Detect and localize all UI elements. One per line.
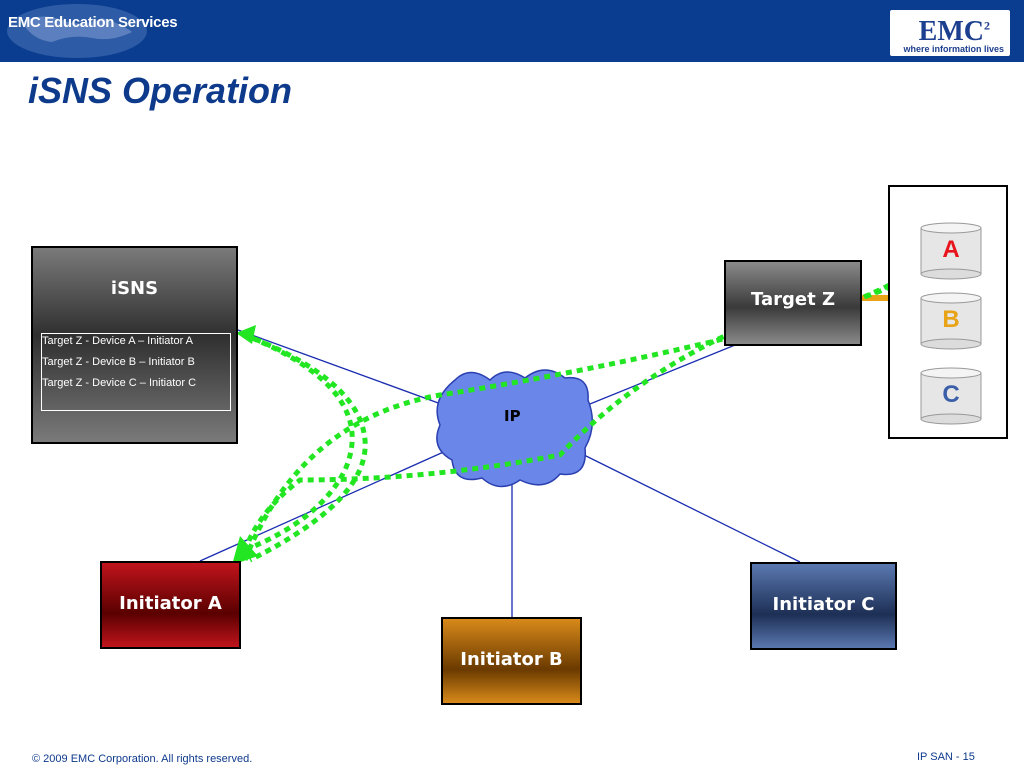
isns-mapping-table: Target Z - Device A – Initiator A Target… bbox=[41, 333, 231, 411]
page-number: IP SAN - 15 bbox=[917, 751, 975, 763]
initiator-b-label: Initiator B bbox=[460, 649, 563, 670]
device-b-disk-icon[interactable]: B bbox=[920, 292, 982, 350]
device-a-disk-icon[interactable]: A bbox=[920, 222, 982, 280]
initiator-a-label: Initiator A bbox=[119, 593, 222, 614]
initiator-b-node[interactable]: Initiator B bbox=[441, 617, 582, 705]
network-links bbox=[199, 329, 801, 617]
link-initiator-a-ip bbox=[199, 449, 449, 562]
emc-logo: EMC2 where information lives bbox=[890, 10, 1010, 56]
target-z-node[interactable]: Target Z bbox=[724, 260, 862, 346]
header-bar: EMC Education Services EMC2 where inform… bbox=[0, 0, 1024, 62]
isns-mapping-row: Target Z - Device B – Initiator B bbox=[42, 356, 195, 368]
device-b-label: B bbox=[942, 306, 960, 333]
device-a-label: A bbox=[942, 236, 960, 263]
target-z-label: Target Z bbox=[751, 289, 835, 310]
emc-tagline: where information lives bbox=[903, 44, 1004, 54]
link-target-ip bbox=[584, 342, 741, 407]
slide-title: iSNS Operation bbox=[28, 70, 293, 111]
initiator-c-label: Initiator C bbox=[772, 594, 875, 615]
initiator-c-node[interactable]: Initiator C bbox=[750, 562, 897, 650]
emc-logo-sup: 2 bbox=[984, 18, 990, 33]
device-c-disk-icon[interactable]: C bbox=[920, 367, 982, 425]
arrowhead-isns bbox=[236, 325, 256, 344]
ip-cloud-icon bbox=[436, 369, 594, 488]
isns-label: iSNS bbox=[110, 278, 159, 299]
link-initiator-c-ip bbox=[577, 451, 801, 563]
path-target-to-initiator bbox=[242, 267, 922, 551]
device-c-label: C bbox=[942, 381, 960, 408]
storage-array: A B C bbox=[888, 185, 1008, 439]
arrowhead-initiator-a bbox=[232, 536, 258, 565]
copyright-text: © 2009 EMC Corporation. All rights reser… bbox=[32, 753, 253, 765]
education-services-logo: EMC Education Services bbox=[8, 14, 178, 31]
initiator-a-node[interactable]: Initiator A bbox=[100, 561, 241, 649]
link-isns-ip bbox=[237, 329, 453, 409]
isns-server[interactable]: iSNS Target Z - Device A – Initiator A T… bbox=[31, 246, 238, 444]
isns-mapping-row: Target Z - Device C – Initiator C bbox=[42, 377, 197, 389]
emc-logo-word: EMC bbox=[918, 16, 984, 47]
isns-mapping-row: Target Z - Device A – Initiator A bbox=[42, 335, 194, 347]
path-initiator-to-isns bbox=[244, 332, 355, 553]
globe-icon bbox=[7, 4, 147, 58]
ip-label: IP bbox=[504, 407, 521, 425]
